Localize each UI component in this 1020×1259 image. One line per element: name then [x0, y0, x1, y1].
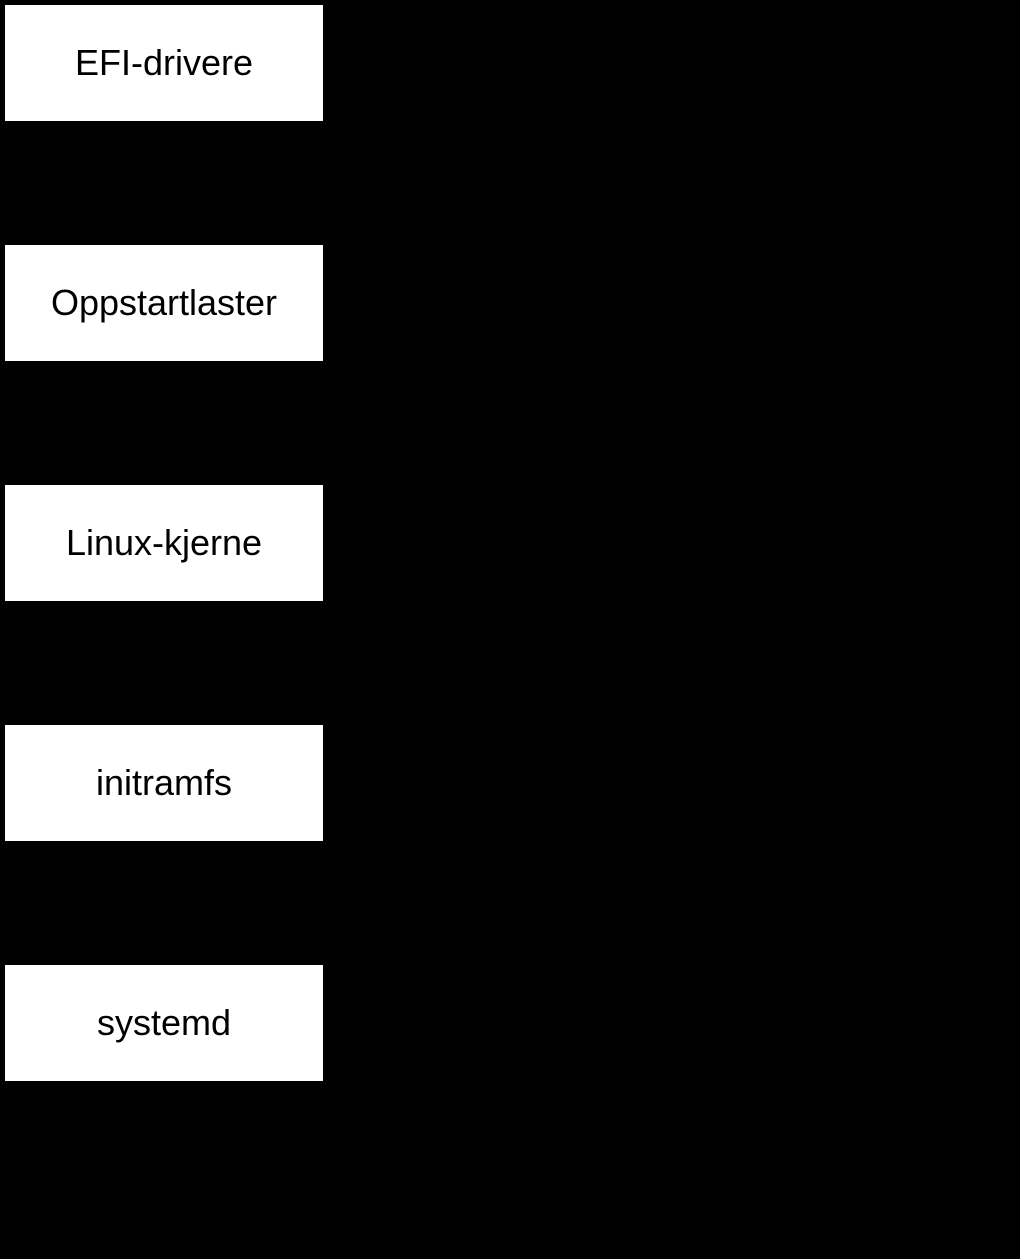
node-initramfs: initramfs: [5, 725, 323, 841]
node-efi-drivere: EFI-drivere: [5, 5, 323, 121]
node-linux-kjerne: Linux-kjerne: [5, 485, 323, 601]
node-initramfs-label: initramfs: [95, 762, 233, 803]
node-column: EFI-drivere Oppstartlaster Linux-kjerne …: [5, 5, 323, 1081]
node-oppstartlaster: Oppstartlaster: [5, 245, 323, 361]
node-systemd-label: systemd: [96, 1002, 232, 1043]
node-systemd: systemd: [5, 965, 323, 1081]
node-oppstartlaster-label: Oppstartlaster: [50, 282, 278, 323]
node-efi-drivere-label: EFI-drivere: [74, 42, 254, 83]
node-linux-kjerne-label: Linux-kjerne: [65, 522, 263, 563]
